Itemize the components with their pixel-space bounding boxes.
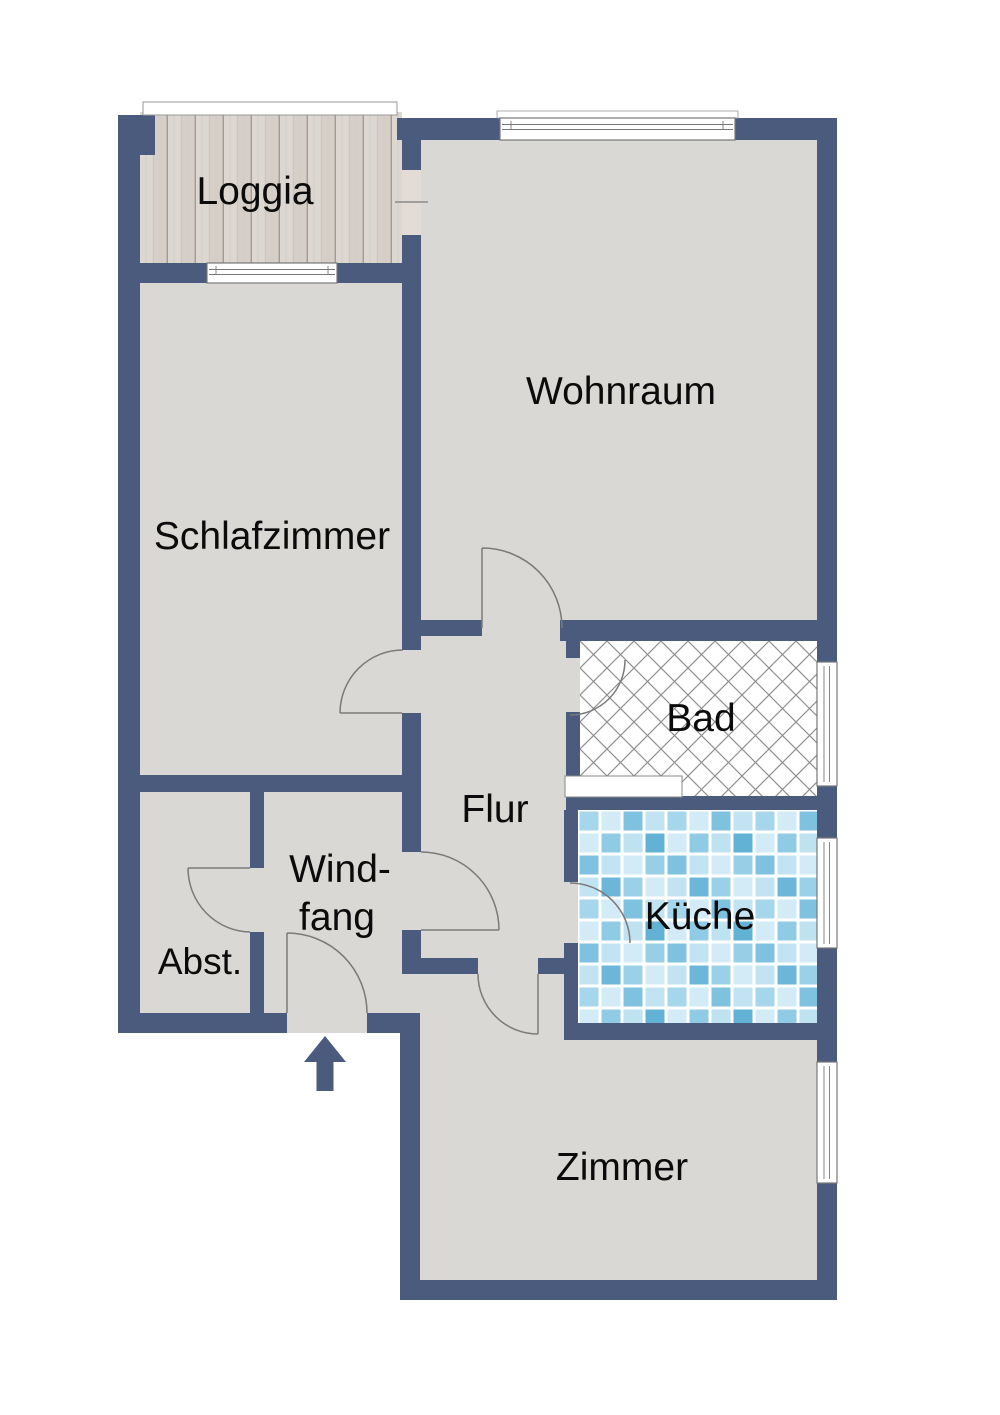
room-label-zimmer: Zimmer bbox=[556, 1146, 688, 1189]
left-wing-floor bbox=[138, 283, 403, 1013]
door-zimmer bbox=[477, 973, 539, 1035]
windows bbox=[142, 101, 838, 1184]
bad-tile-floor bbox=[580, 641, 817, 796]
room-label-schlafzimmer: Schlafzimmer bbox=[154, 515, 390, 558]
wall-spine-top bbox=[402, 140, 421, 170]
wall-flur-bottom-right bbox=[538, 958, 566, 974]
wall-kueche-bottom bbox=[564, 1023, 837, 1040]
door-abstellraum bbox=[187, 867, 251, 933]
loggia-railing bbox=[142, 101, 398, 116]
door-bad bbox=[569, 659, 626, 716]
wall-wohnraum-bottom bbox=[421, 620, 482, 636]
bad-fixture bbox=[564, 775, 683, 798]
window-zimmer bbox=[816, 1061, 838, 1184]
room-label-kueche: Küche bbox=[645, 895, 756, 938]
wall-loggia-bottom-left bbox=[137, 263, 207, 283]
door-schlafzimmer bbox=[339, 649, 404, 714]
wall-exterior-bottom-left bbox=[118, 1013, 287, 1033]
room-label-windfang-1: Wind- bbox=[289, 848, 391, 891]
room-label-bad: Bad bbox=[666, 697, 735, 740]
room-labels: Loggia Wohnraum Schlafzimmer Bad Flur Wi… bbox=[154, 170, 755, 1189]
wall-kueche-left-top bbox=[564, 810, 578, 882]
entrance-opening-floor bbox=[287, 1013, 367, 1033]
loggia-wood-floor bbox=[140, 112, 402, 263]
wall-abst-divider-top bbox=[250, 792, 264, 868]
room-label-windfang-2: fang bbox=[299, 896, 375, 939]
wall-schlafzimmer-bottom bbox=[138, 775, 421, 792]
wall-kueche-left-bottom bbox=[564, 943, 578, 1023]
wall-abst-divider-bottom bbox=[250, 932, 264, 1013]
floors bbox=[138, 112, 817, 1280]
door-entrance bbox=[286, 932, 368, 1014]
wall-bad-top bbox=[560, 620, 837, 641]
wall-schlafzimmer-right bbox=[402, 287, 421, 650]
entrance-arrow-up-icon bbox=[304, 1036, 346, 1091]
window-wohnraum-top bbox=[496, 110, 739, 141]
door-windfang-flur bbox=[420, 851, 500, 931]
window-bad bbox=[816, 661, 838, 787]
door-wohnraum bbox=[481, 547, 563, 629]
room-label-abstellraum: Abst. bbox=[158, 941, 242, 982]
wall-flur-bottom-left bbox=[421, 958, 478, 974]
wall-spine-lower bbox=[402, 930, 421, 974]
window-loggia-schlafzimmer bbox=[206, 262, 338, 284]
wall-bad-left-top bbox=[566, 641, 580, 658]
room-label-flur: Flur bbox=[461, 788, 528, 831]
kueche-tile-floor bbox=[578, 810, 817, 1023]
room-label-wohnraum: Wohnraum bbox=[526, 370, 716, 413]
door-kueche bbox=[569, 882, 631, 944]
wall-exterior-bottom bbox=[400, 1280, 837, 1300]
window-loggia-wohnraum bbox=[395, 170, 428, 235]
wall-exterior-left bbox=[118, 115, 140, 1033]
wall-loggia-bottom-right bbox=[337, 263, 402, 283]
window-kueche bbox=[816, 837, 838, 949]
wall-spine-upper bbox=[402, 235, 421, 287]
wall-zimmer-left bbox=[400, 1013, 420, 1300]
wall-bad-left-bottom bbox=[566, 712, 580, 796]
room-label-loggia: Loggia bbox=[196, 170, 313, 213]
wall-bad-kueche-divider bbox=[566, 796, 837, 810]
doors bbox=[187, 547, 631, 1035]
